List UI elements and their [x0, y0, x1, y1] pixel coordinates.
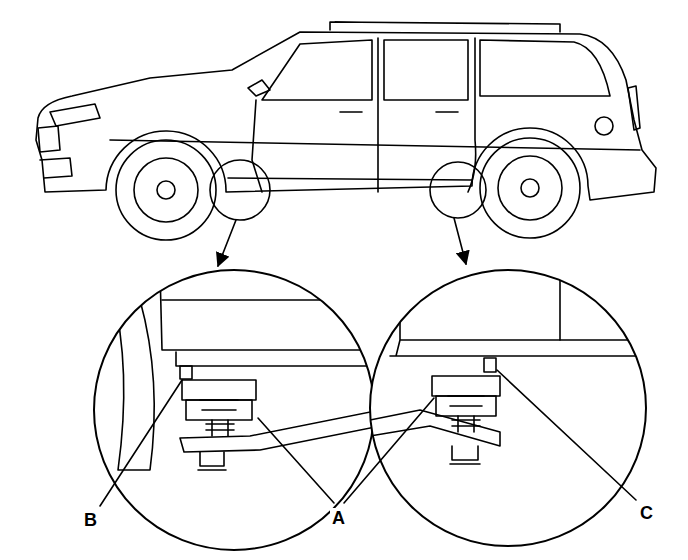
enlarged-view: [370, 270, 646, 546]
front-window: [262, 40, 372, 100]
rear-window: [384, 40, 468, 100]
callout-letter: A: [330, 508, 347, 528]
zoom-arrow: [454, 218, 466, 264]
grille: [38, 126, 72, 178]
quarter-window: [480, 40, 610, 96]
fuel-door: [595, 117, 613, 135]
zoom-arrow: [218, 220, 236, 266]
detail-circle: [430, 162, 486, 218]
right-lift-point: [370, 270, 650, 464]
mirror: [248, 80, 270, 96]
tail-light: [628, 86, 640, 130]
callout-letter: C: [638, 503, 655, 523]
leader-line: [100, 380, 182, 506]
leader-line: [344, 398, 434, 503]
door-handle: [340, 111, 458, 113]
headlight: [50, 104, 100, 126]
rear-door: [468, 38, 476, 192]
rear-rim: [498, 156, 562, 220]
leader-line: [497, 370, 636, 500]
front-rim: [134, 158, 198, 222]
front-hub: [157, 181, 175, 199]
callout-letter: B: [82, 510, 99, 530]
left-lift-point: [112, 270, 380, 470]
enlarged-view: [94, 270, 374, 550]
rear-hub: [521, 179, 539, 197]
leader-line: [258, 418, 334, 503]
detail-circle: [210, 160, 270, 220]
roof-rail: [330, 22, 560, 32]
car-body: [36, 32, 656, 200]
front-tire: [116, 140, 216, 240]
front-door: [252, 38, 378, 192]
rear-tire: [480, 138, 580, 238]
